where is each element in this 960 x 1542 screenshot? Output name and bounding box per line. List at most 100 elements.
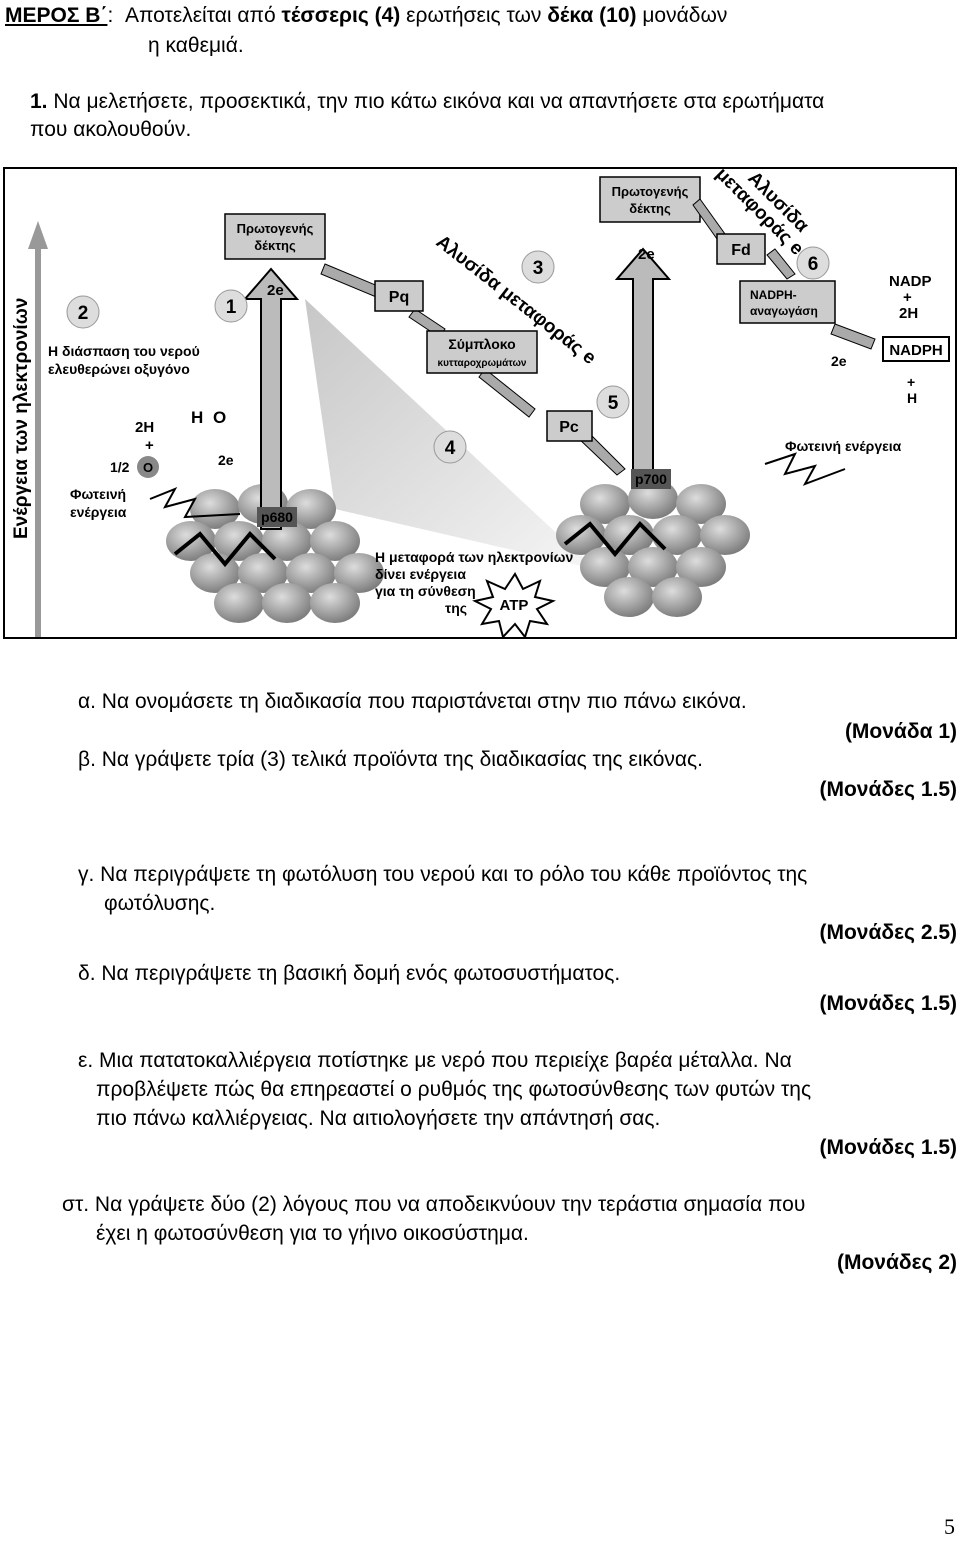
step-5-circle: 5 <box>596 385 630 419</box>
two-h-right-label: 2H <box>899 305 918 322</box>
svg-text:Πρωτογενής: Πρωτογενής <box>612 184 689 199</box>
pq-box: Pq <box>374 280 424 312</box>
nadph-reductase-box: NADPH- αναγωγάση <box>739 280 836 324</box>
step-6-circle: 6 <box>796 246 830 280</box>
p700-label: p700 <box>631 469 671 489</box>
light-zigzag-1 <box>173 531 277 568</box>
atp-text-line4: της <box>445 600 467 616</box>
svg-text:Πρωτογενής: Πρωτογενής <box>237 221 314 236</box>
part-colon: : <box>107 4 114 27</box>
svg-text:Pc: Pc <box>559 419 579 436</box>
part-bold-2: δέκα (10) <box>547 4 637 27</box>
svg-text:κυτταροχρωμάτων: κυτταροχρωμάτων <box>438 358 527 369</box>
svg-text:Fd: Fd <box>731 242 751 259</box>
nadph-plus: + <box>907 374 915 390</box>
diagram-svg: Ενέργεια των ηλεκτρονίων <box>11 169 950 637</box>
photosystem-1-cluster <box>556 479 750 617</box>
water-h-label: H <box>191 408 203 427</box>
two-e-right-label: 2e <box>831 353 847 369</box>
pc-box: Pc <box>546 410 593 442</box>
light-bolt-1 <box>149 487 241 519</box>
step-2-circle: 2 <box>66 295 100 329</box>
question-f-line1: στ. Να γράψετε δύο (2) λόγους που να απο… <box>62 1193 806 1216</box>
svg-text:δέκτης: δέκτης <box>629 201 671 216</box>
svg-text:ATP: ATP <box>500 597 529 614</box>
question-d: δ. Να περιγράψετε τη βασική δομή ενός φω… <box>78 962 621 985</box>
question-b: β. Να γράψετε τρία (3) τελικά προϊόντα τ… <box>78 748 704 771</box>
water-split-line1: Η διάσπαση του νερού <box>48 343 200 359</box>
two-h-label: 2H <box>135 419 154 436</box>
part-text-2: ερωτήσεις των <box>400 4 548 27</box>
half-label: 1/2 <box>110 459 130 475</box>
light-energy-2: Φωτεινή ενέργεια <box>785 438 902 454</box>
atp-text-line3: για τη σύνθεση <box>375 583 476 599</box>
svg-text:O: O <box>143 460 153 475</box>
oxygen-badge: O <box>137 456 159 478</box>
svg-text:6: 6 <box>808 254 819 275</box>
svg-text:δέκτης: δέκτης <box>254 238 296 253</box>
light-bolt-2 <box>764 452 846 486</box>
svg-text:p700: p700 <box>635 471 667 487</box>
question-intro: 1. Να μελετήσετε, προσεκτικά, την πιο κά… <box>30 88 824 116</box>
question-b-marks: (Μονάδες 1.5) <box>819 778 957 801</box>
fd-box: Fd <box>716 233 766 265</box>
part-text-1: Αποτελείται από <box>124 4 282 27</box>
cytochrome-complex-box: Σύμπλοκο κυτταροχρωμάτων <box>426 330 538 374</box>
part-title: ΜΕΡΟΣ Β΄ <box>5 4 108 27</box>
question-e-line2: προβλέψετε πώς θα επηρεαστεί ο ρυθμός τη… <box>96 1078 812 1101</box>
question-c-line2: φωτόλυσης. <box>104 892 216 915</box>
plus-sign: + <box>145 437 154 454</box>
part-header: ΜΕΡΟΣ Β΄: Αποτελείται από τέσσερις (4) ε… <box>5 2 727 30</box>
page-number: 5 <box>944 1514 955 1539</box>
photosynthesis-diagram: Ενέργεια των ηλεκτρονίων <box>3 167 957 639</box>
light-energy-1-line2: ενέργεια <box>70 504 127 520</box>
two-e-water-label: 2e <box>218 452 234 468</box>
question-f-line2: έχει η φωτοσύνθεση για το γήινο οικοσύστ… <box>96 1222 529 1245</box>
svg-text:3: 3 <box>533 258 544 279</box>
part-text-3: μονάδων <box>636 4 728 27</box>
primary-acceptor-1: Πρωτογενής δέκτης <box>224 213 326 260</box>
question-a: α. Να ονομάσετε τη διαδικασία που παριστ… <box>78 690 747 713</box>
atp-text-line2: δίνει ενέργεια <box>375 566 466 582</box>
question-e-line1: ε. Μια πατατοκαλλιέργεια ποτίστηκε με νε… <box>78 1049 792 1072</box>
step-4-circle: 4 <box>433 430 467 464</box>
question-number: 1. <box>30 90 48 113</box>
atp-starburst: ATP <box>472 572 556 637</box>
step-1-circle: 1 <box>214 289 248 323</box>
svg-text:NADPH: NADPH <box>889 342 942 359</box>
question-d-marks: (Μονάδες 1.5) <box>819 992 957 1015</box>
question-a-marks: (Μονάδα 1) <box>844 720 957 743</box>
h-plus-label: H <box>907 390 917 406</box>
water-split-line2: ελευθερώνει οξυγόνο <box>48 361 190 377</box>
part-header-line2: η καθεμιά. <box>148 34 244 57</box>
nadp-plus: + <box>903 289 912 306</box>
svg-text:Pq: Pq <box>389 289 409 306</box>
svg-text:αναγωγάση: αναγωγάση <box>750 304 818 318</box>
question-f-marks: (Μονάδες 2) <box>836 1251 957 1274</box>
water-o-label: O <box>213 408 226 427</box>
light-energy-1-line1: Φωτεινή <box>70 486 126 502</box>
two-e-label-1: 2e <box>267 282 284 299</box>
p680-label: p680 <box>257 507 297 527</box>
part-bold-1: τέσσερις (4) <box>281 4 401 27</box>
nadph-box: NADPH <box>882 336 950 362</box>
svg-text:p680: p680 <box>261 509 293 525</box>
primary-acceptor-2: Πρωτογενής δέκτης <box>599 176 701 223</box>
light-zigzag-2 <box>563 521 667 558</box>
question-c-marks: (Μονάδες 2.5) <box>819 921 957 944</box>
svg-text:4: 4 <box>445 438 456 459</box>
svg-text:1: 1 <box>226 297 237 318</box>
svg-text:2: 2 <box>78 303 89 324</box>
two-e-label-2: 2e <box>638 246 655 263</box>
energy-axis <box>28 221 48 637</box>
question-intro-line1: Να μελετήσετε, προσεκτικά, την πιο κάτω … <box>53 90 825 113</box>
svg-text:5: 5 <box>608 393 619 414</box>
question-intro-line2: που ακολουθούν. <box>30 118 192 141</box>
energy-axis-label: Ενέργεια των ηλεκτρονίων <box>11 298 32 539</box>
question-e-marks: (Μονάδες 1.5) <box>819 1136 957 1159</box>
svg-text:NADPH-: NADPH- <box>750 288 797 302</box>
atp-text-line1: Η μεταφορά των ηλεκτρονίων <box>375 549 574 565</box>
question-e-line3: πιο πάνω καλλιέργειας. Να αιτιολογήσετε … <box>96 1107 661 1130</box>
svg-text:Σύμπλοκο: Σύμπλοκο <box>448 336 515 352</box>
arrow-p700-up <box>614 247 672 480</box>
